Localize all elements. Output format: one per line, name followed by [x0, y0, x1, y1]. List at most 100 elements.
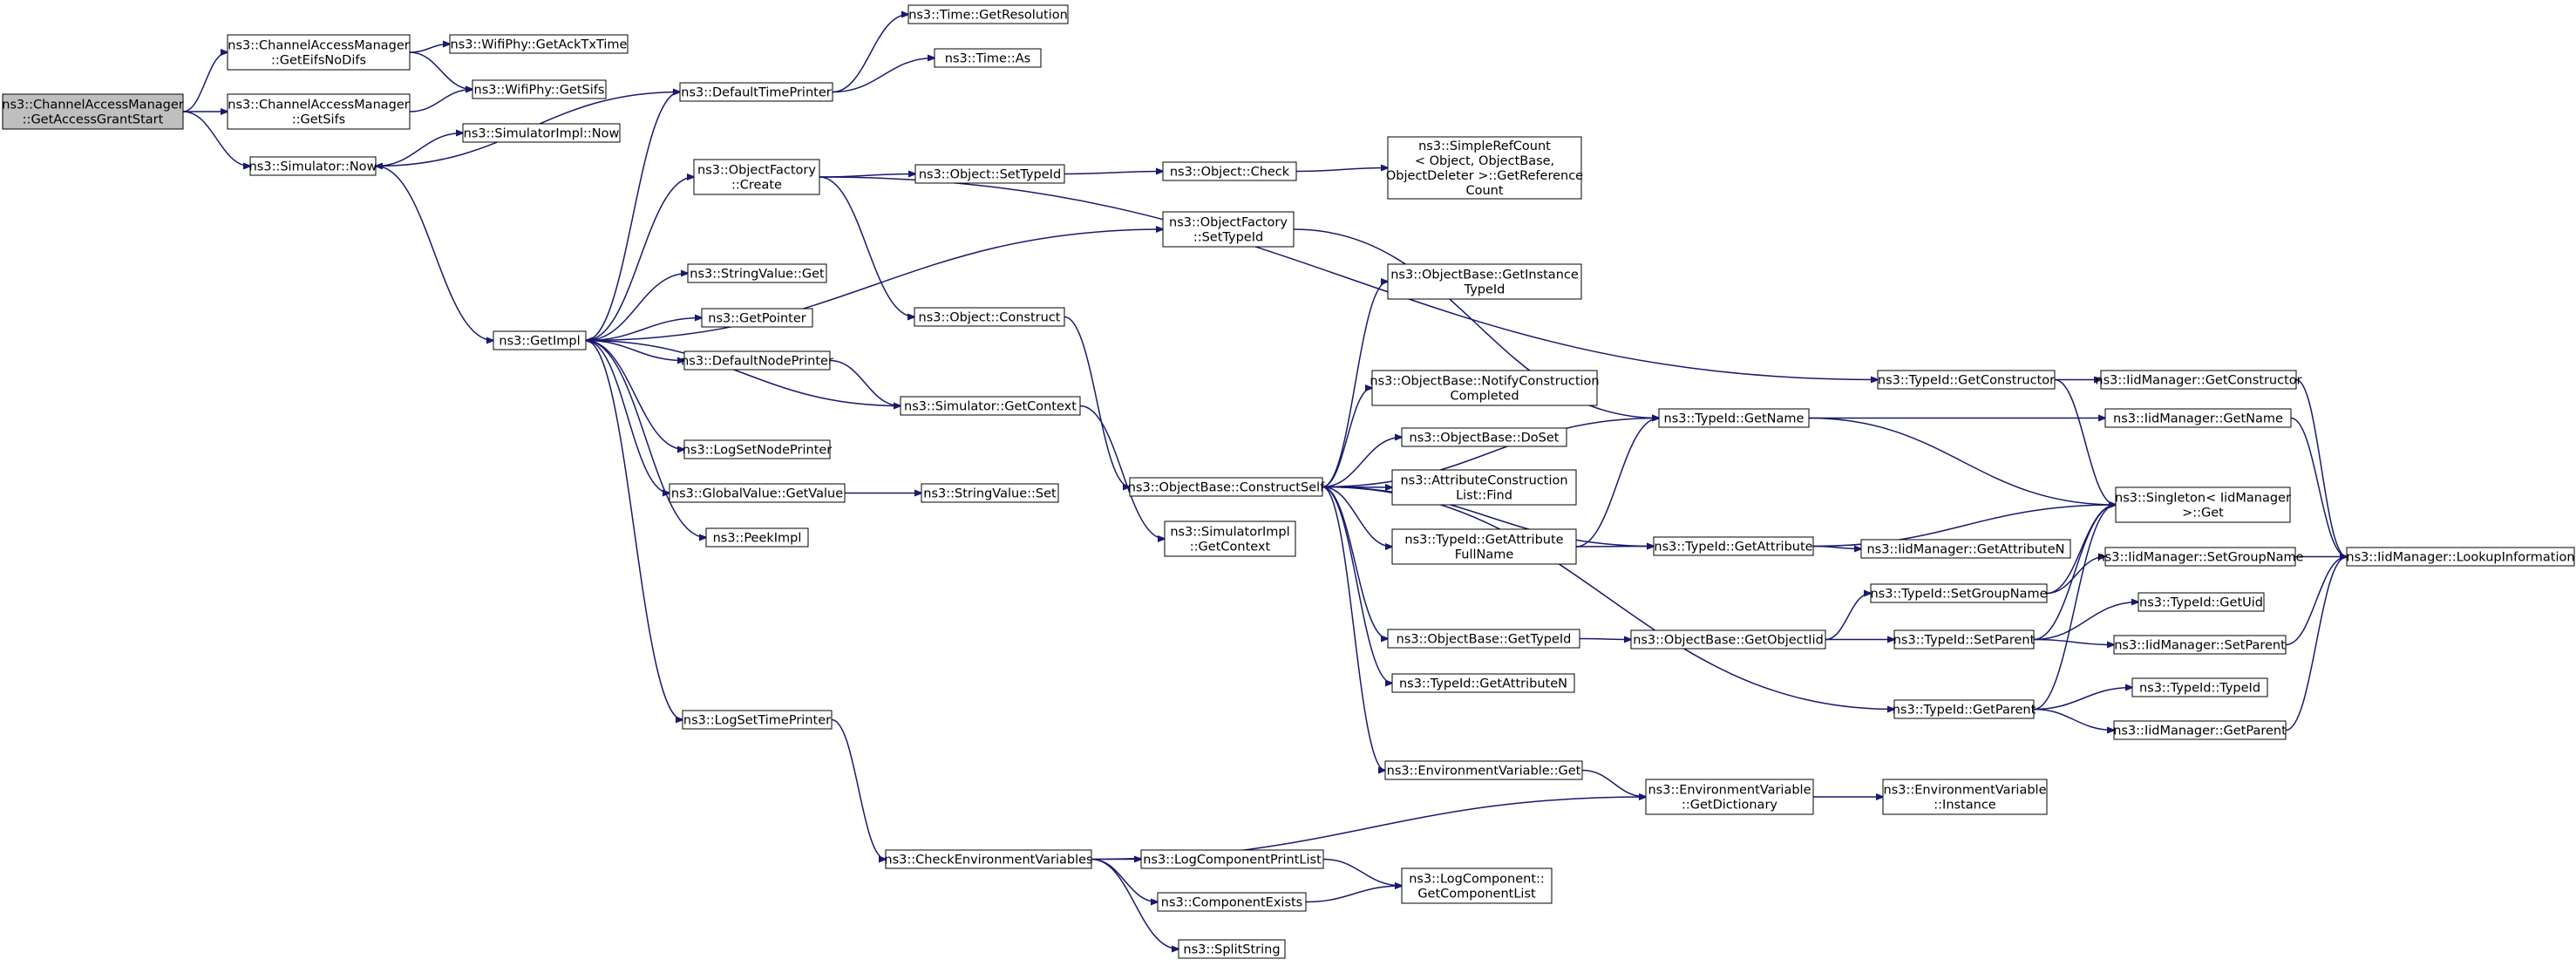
node-srefcount[interactable]: ns3::SimpleRefCount< Object, ObjectBase,… — [1386, 136, 1583, 200]
node-box — [1387, 263, 1582, 300]
node-label: ns3::ObjectBase::GetObjectIid — [1633, 633, 1824, 647]
node-simimpl_now[interactable]: ns3::SimulatorImpl::Now — [462, 123, 621, 143]
node-label: ns3::ObjectBase::DoSet — [1410, 431, 1560, 445]
node-ob_gettid[interactable]: ns3::ObjectBase::GetTypeId — [1387, 629, 1580, 649]
node-box — [1391, 673, 1575, 693]
node-label: ns3::IidManager::SetParent — [2114, 638, 2286, 652]
edge-tid_getctor-to-singleton — [2054, 378, 2116, 506]
node-box — [885, 849, 1092, 869]
node-box — [1129, 477, 1323, 497]
node-obj_construct[interactable]: ns3::Object::Construct — [914, 307, 1065, 327]
node-tid_typeid[interactable]: ns3::TypeId::TypeId — [2131, 677, 2268, 697]
node-time_res[interactable]: ns3::Time::GetResolution — [907, 4, 1069, 24]
node-label: < Object, ObjectBase, — [1415, 154, 1554, 168]
node-box — [1653, 536, 1814, 556]
node-dnp[interactable]: ns3::DefaultNodePrinter — [681, 350, 833, 371]
node-dtp[interactable]: ns3::DefaultTimePrinter — [679, 82, 833, 102]
node-iid_getattrn[interactable]: ns3::IidManager::GetAttributeN — [1860, 539, 2071, 559]
edge-root-to-sim_now — [182, 111, 250, 167]
edge-obj_construct-to-ob_cself — [1064, 316, 1130, 487]
node-iid_lookup[interactable]: ns3::IidManager::LookupInformation — [2346, 547, 2575, 567]
node-cam_sifs[interactable]: ns3::ChannelAccessManager::GetSifs — [227, 93, 411, 130]
node-tid_getname[interactable]: ns3::TypeId::GetName — [1658, 408, 1810, 428]
edge-eifs-to-phy_sifs — [409, 51, 472, 90]
node-tid_getparent[interactable]: ns3::TypeId::GetParent — [1893, 699, 2036, 719]
node-phy_sifs[interactable]: ns3::WifiPhy::GetSifs — [472, 79, 607, 99]
node-env_inst[interactable]: ns3::EnvironmentVariable::Instance — [1882, 779, 2048, 815]
node-label: ns3::Object::Check — [1170, 165, 1290, 179]
node-tid_getuid[interactable]: ns3::TypeId::GetUid — [2138, 592, 2265, 612]
node-label: ::GetContext — [1190, 540, 1271, 554]
node-peekimpl[interactable]: ns3::PeekImpl — [705, 527, 809, 548]
node-box — [907, 4, 1069, 24]
node-iid_getctor[interactable]: ns3::IidManager::GetConstructor — [2095, 370, 2302, 390]
node-box — [914, 164, 1065, 184]
node-lcpl[interactable]: ns3::LogComponentPrintList — [1140, 849, 1324, 869]
node-sim_now[interactable]: ns3::Simulator::Now — [249, 156, 377, 176]
node-label: ns3::Time::As — [945, 51, 1030, 65]
node-gv_getvalue[interactable]: ns3::GlobalValue::GetValue — [669, 483, 846, 503]
edge-iid_getparent-to-iid_lookup — [2285, 557, 2347, 731]
node-root[interactable]: ns3::ChannelAccessManager::GetAccessGran… — [2, 93, 184, 130]
node-simimpl_ctx[interactable]: ns3::SimulatorImpl::GetContext — [1164, 520, 1296, 557]
node-singleton[interactable]: ns3::Singleton< IidManager>::Get — [2115, 486, 2291, 523]
node-obj_settid[interactable]: ns3::Object::SetTypeId — [914, 164, 1065, 184]
node-box — [2104, 547, 2296, 567]
node-cev[interactable]: ns3::CheckEnvironmentVariables — [884, 849, 1093, 869]
node-iid_getname[interactable]: ns3::IidManager::GetName — [2104, 408, 2292, 428]
node-ack[interactable]: ns3::WifiPhy::GetAckTxTime — [449, 34, 629, 54]
edge-tid_getparent-to-iid_getparent — [2033, 708, 2114, 731]
node-iid_setparent[interactable]: ns3::IidManager::SetParent — [2113, 635, 2287, 655]
edge-ob_cself-to-ob_notify — [1322, 388, 1372, 488]
node-tid_getattr[interactable]: ns3::TypeId::GetAttribute — [1653, 536, 1814, 556]
node-box — [2, 93, 184, 130]
node-lc_getcl[interactable]: ns3::LogComponent::GetComponentList — [1401, 867, 1553, 904]
node-label: ns3::TypeId::SetParent — [1893, 633, 2036, 647]
node-splitstr[interactable]: ns3::SplitString — [1178, 939, 1286, 959]
node-ob_doset[interactable]: ns3::ObjectBase::DoSet — [1401, 427, 1567, 447]
edge-dtp-to-time_res — [832, 15, 908, 93]
node-getpointer[interactable]: ns3::GetPointer — [701, 308, 813, 328]
edge-of_create-to-tid_getctor — [819, 176, 1878, 380]
node-of_settid[interactable]: ns3::ObjectFactory::SetTypeId — [1162, 211, 1295, 248]
node-tid_setgroup[interactable]: ns3::TypeId::SetGroupName — [1870, 583, 2048, 603]
edge-sim_getctx-to-getimpl — [586, 341, 901, 407]
node-ob_getobjtid[interactable]: ns3::ObjectBase::GetObjectIid — [1630, 629, 1826, 650]
node-strval_set[interactable]: ns3::StringValue::Set — [921, 483, 1059, 503]
node-env_get[interactable]: ns3::EnvironmentVariable::Get — [1384, 760, 1583, 780]
node-tid_getctor[interactable]: ns3::TypeId::GetConstructor — [1877, 370, 2056, 390]
node-lsnp[interactable]: ns3::LogSetNodePrinter — [683, 439, 833, 459]
node-label: ns3::GetImpl — [499, 334, 580, 348]
node-ob_cself[interactable]: ns3::ObjectBase::ConstructSelf — [1128, 477, 1325, 497]
node-iid_setgroup[interactable]: ns3::IidManager::SetGroupName — [2097, 547, 2304, 567]
node-iid_getparent[interactable]: ns3::IidManager::GetParent — [2113, 720, 2287, 740]
node-obj_check[interactable]: ns3::Object::Check — [1162, 161, 1297, 181]
node-eifs[interactable]: ns3::ChannelAccessManager::GetEifsNoDifs — [227, 34, 411, 71]
edge-tid_setparent-to-singleton — [2033, 505, 2116, 641]
node-box — [227, 93, 411, 130]
node-label: ns3::IidManager::SetGroupName — [2097, 550, 2303, 564]
node-lstp[interactable]: ns3::LogSetTimePrinter — [682, 710, 833, 730]
node-label: ns3::ObjectBase::GetInstance — [1390, 268, 1579, 282]
node-label: ns3::EnvironmentVariable — [1883, 783, 2046, 797]
edge-root-to-eifs — [182, 52, 228, 112]
node-label: ns3::StringValue::Get — [690, 267, 825, 281]
node-comp_exists[interactable]: ns3::ComponentExists — [1157, 892, 1307, 912]
edge-ob_cself-to-env_get — [1322, 486, 1385, 771]
node-strval_get[interactable]: ns3::StringValue::Get — [687, 263, 827, 283]
node-of_create[interactable]: ns3::ObjectFactory::Create — [693, 159, 820, 195]
node-getimpl[interactable]: ns3::GetImpl — [493, 330, 587, 350]
node-tid_getattrn[interactable]: ns3::TypeId::GetAttributeN — [1391, 673, 1575, 693]
edge-sim_now-to-simimpl_now — [375, 133, 463, 167]
node-sim_getctx[interactable]: ns3::Simulator::GetContext — [900, 396, 1081, 416]
node-ob_notify[interactable]: ns3::ObjectBase::NotifyConstructionCompl… — [1370, 370, 1600, 406]
node-tid_setparent[interactable]: ns3::TypeId::SetParent — [1893, 629, 2036, 650]
node-time_as[interactable]: ns3::Time::As — [934, 48, 1042, 68]
edge-ob_getobjtid-to-tid_setgroup — [1825, 594, 1871, 641]
node-env_getdict[interactable]: ns3::EnvironmentVariable::GetDictionary — [1645, 779, 1814, 815]
node-box — [900, 396, 1081, 416]
